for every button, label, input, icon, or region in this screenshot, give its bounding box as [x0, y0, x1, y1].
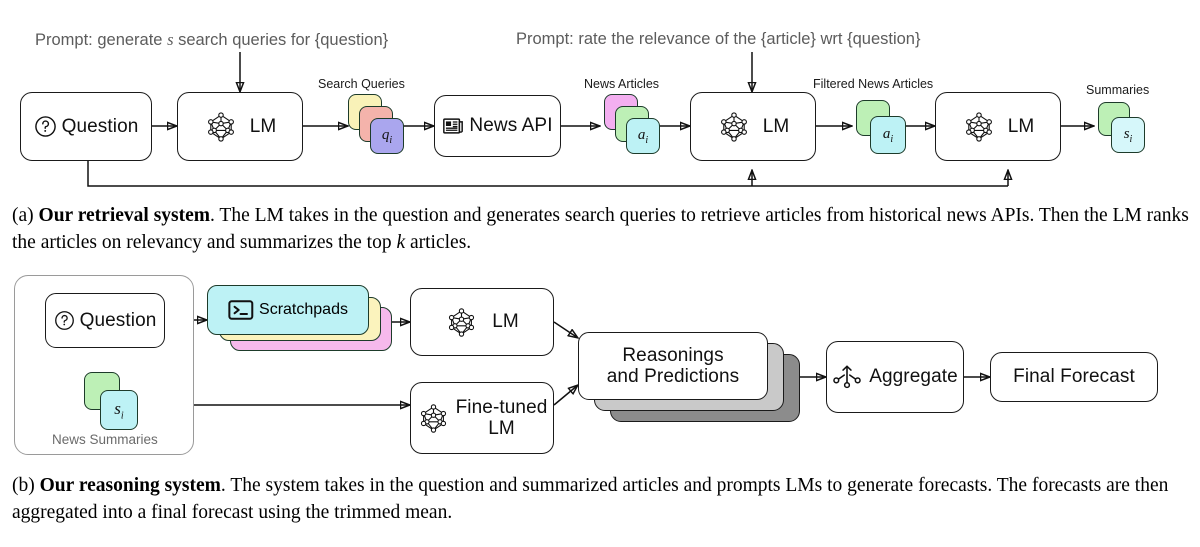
question-circle-icon: [54, 310, 75, 331]
node-finetuned-lm[interactable]: Fine-tuned LM: [410, 382, 554, 454]
group-label-news-summaries: News Summaries: [52, 432, 158, 447]
stack-search-queries[interactable]: qi: [348, 94, 404, 158]
prompt-label-generate-queries: Prompt: generate s search queries for {q…: [35, 30, 388, 50]
caption-a-line2b: articles.: [405, 231, 472, 253]
node-reasonings-label: Reasonings and Predictions: [606, 344, 740, 387]
card-front-symbol: ai: [637, 126, 649, 146]
terminal-icon: [228, 299, 254, 321]
stack-label-news-articles: News Articles: [584, 77, 660, 91]
neural-net-icon: [445, 306, 478, 339]
caption-b-line1: . The system takes in the question and s…: [220, 475, 843, 496]
node-lm-3[interactable]: LM: [935, 92, 1061, 161]
stack-scratchpads[interactable]: Scratchpads: [207, 285, 392, 360]
prompt-label-rate-relevance: Prompt: rate the relevance of the {artic…: [516, 30, 921, 48]
caption-b-tag: (b): [12, 475, 35, 496]
wire-question-feedback-bus: [87, 161, 1008, 187]
stack-reasonings-predictions[interactable]: Reasonings and Predictions: [578, 332, 803, 424]
aggregate-icon: [832, 362, 862, 392]
stack-news-articles[interactable]: ai: [604, 94, 660, 158]
caption-b-line2: generate forecasts. The forecasts are th…: [12, 475, 1169, 523]
caption-a-line2-italic: k: [396, 231, 406, 253]
card-front: ai: [870, 116, 906, 154]
neural-net-icon: [204, 110, 238, 144]
node-lm-b-label: LM: [492, 311, 519, 333]
node-lm-1-label: LM: [249, 115, 277, 137]
stack-summaries-b[interactable]: si: [84, 372, 140, 434]
card-front-symbol: si: [1123, 125, 1133, 145]
sheet-front-scratchpads: Scratchpads: [207, 285, 369, 335]
node-news-api[interactable]: News API: [434, 95, 561, 157]
node-lm-2-label: LM: [762, 115, 790, 137]
node-aggregate[interactable]: Aggregate: [826, 341, 964, 413]
prompt1-part1: Prompt: generate: [35, 31, 168, 49]
node-finetuned-lm-label: Fine-tuned LM: [455, 396, 548, 439]
card-front-reasonings: Reasonings and Predictions: [578, 332, 768, 400]
node-final-forecast-label: Final Forecast: [1013, 366, 1135, 388]
caption-a-bold: Our retrieval system: [38, 205, 211, 226]
neural-net-icon: [962, 110, 996, 144]
prompt1-emphasis: s: [167, 30, 174, 49]
question-circle-icon: [34, 115, 57, 138]
node-scratchpads-label: Scratchpads: [259, 301, 348, 318]
stack-summaries[interactable]: si: [1098, 102, 1148, 158]
node-aggregate-label: Aggregate: [869, 366, 958, 388]
wire-finetuned-to-reasonings: [553, 385, 578, 406]
card-front: si: [1111, 117, 1145, 153]
card-front: qi: [370, 118, 404, 154]
stack-label-search-queries: Search Queries: [318, 77, 405, 91]
stack-label-summaries: Summaries: [1086, 83, 1150, 97]
node-question[interactable]: Question: [20, 92, 152, 161]
node-question-b-label: Question: [79, 309, 157, 331]
caption-panel-a: (a) Our retrieval system. The LM takes i…: [12, 203, 1192, 256]
prompt1-part2: search queries for {question}: [173, 31, 389, 49]
card-front-symbol: qi: [381, 126, 393, 146]
node-lm-1[interactable]: LM: [177, 92, 303, 161]
node-final-forecast[interactable]: Final Forecast: [990, 352, 1158, 402]
node-news-api-label: News API: [469, 115, 553, 137]
card-front: si: [100, 390, 138, 430]
stack-filtered-news-articles[interactable]: ai: [856, 100, 906, 156]
node-lm-2[interactable]: LM: [690, 92, 816, 161]
card-front-symbol: ai: [882, 125, 894, 145]
card-front: ai: [626, 118, 660, 154]
wire-lm-to-reasonings: [553, 321, 578, 338]
neural-net-icon: [717, 110, 751, 144]
caption-b-bold: Our reasoning system: [39, 475, 221, 496]
newspaper-icon: [442, 115, 464, 137]
caption-a-line1: . The LM takes in the question and gener…: [210, 205, 865, 226]
neural-net-icon: [417, 402, 450, 435]
node-question-b[interactable]: Question: [45, 293, 165, 348]
card-front-symbol: si: [114, 398, 124, 422]
caption-panel-b: (b) Our reasoning system. The system tak…: [12, 473, 1192, 526]
caption-a-tag: (a): [12, 205, 34, 226]
caption-a-line2a: historical news APIs. Then the LM ranks …: [12, 205, 1189, 253]
stack-label-filtered-news-articles: Filtered News Articles: [813, 77, 934, 91]
node-question-label: Question: [61, 115, 139, 137]
node-lm-3-label: LM: [1007, 115, 1035, 137]
node-lm-b[interactable]: LM: [410, 288, 554, 356]
